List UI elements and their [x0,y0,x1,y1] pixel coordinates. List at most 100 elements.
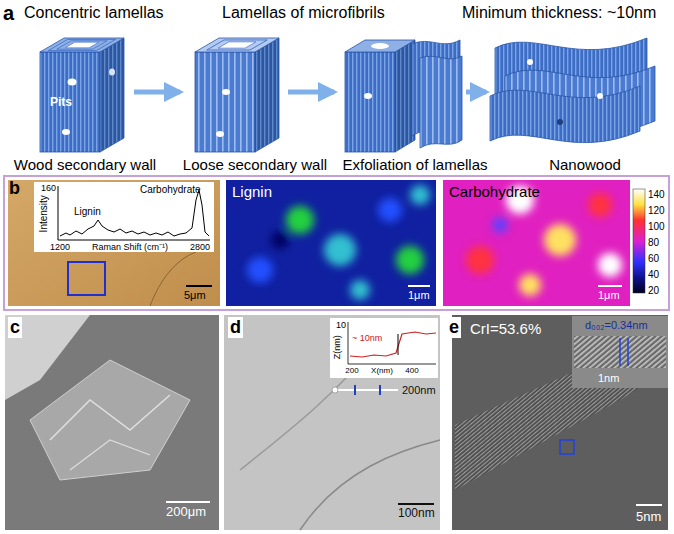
process-arrow [134,90,180,95]
panel-letter: d [228,317,243,338]
map-blob [410,185,430,205]
stage-heading: Minimum thickness: ~10nm [462,4,656,22]
lamella-ring [57,41,107,49]
scale-label: 1nm [598,372,619,385]
pit [597,93,603,99]
axis-tick: 200 [345,366,358,375]
wrinkle [70,440,150,470]
axis-tick: 2800 [190,242,210,252]
block-front [195,52,255,152]
scale-bar [408,285,430,287]
lignin-map [226,180,436,306]
axis-line [348,364,436,365]
axis-tick: 1200 [50,242,70,252]
panel-frame [4,176,669,310]
map-blob [588,193,612,217]
pit [557,119,563,125]
pit [527,59,533,65]
lattice-fringes [574,336,666,368]
map-blob [378,198,402,222]
scale-bar [186,285,212,287]
axis-tick: 10 [336,320,346,330]
axis-tick: 400 [405,366,418,375]
nanowood-sheets [490,38,655,143]
map-blob [286,206,314,234]
zoom-box [560,440,574,454]
nanowood-sheet [490,86,640,143]
block-top [40,38,124,52]
colorbar-tick: 140 [648,189,665,201]
axis-title: Raman Shift (cm⁻¹) [92,242,168,252]
hrtem-image [452,315,668,530]
spacing-marker [627,338,629,366]
crystallinity-label: CrI=53.6% [470,320,541,337]
film-fold [30,360,190,480]
lamella-ring [48,39,115,50]
axis-line [348,322,349,364]
colorbar-tick: 120 [648,205,665,217]
scale-label: 200μm [166,505,206,520]
height-profile [350,332,436,357]
axis-title: X(nm) [371,366,393,375]
secondary-wall-block [40,38,124,152]
tem-image [224,315,440,530]
map-ground [443,180,630,306]
axis-line [58,186,59,240]
lattice-inset [572,316,668,388]
scale-bar [636,504,662,506]
scale-label: 1μm [598,289,620,302]
lattice-fringes [455,330,668,490]
exfoliating-block [345,40,462,152]
raman-inset [34,182,214,252]
lumen [65,42,99,48]
block-top [195,38,279,52]
mapping-area [68,262,105,295]
axis-tick: 160 [41,183,56,193]
loose-wall-block [195,38,279,152]
map-ground [226,180,436,306]
spacing-marker [619,338,621,366]
lamella-sheet [420,56,462,148]
optical-image [8,180,220,306]
panel-letter: b [9,178,20,199]
map-blob [396,246,424,274]
height-bracket [398,334,399,355]
map-blob [598,253,622,277]
stage-label: Nanowood [549,156,621,173]
map-blob [271,231,289,249]
scale-bar [598,285,622,287]
map-blobs [247,185,430,300]
axis-line [58,240,210,241]
pit [68,79,77,86]
pit [216,131,224,137]
stage-label: Wood secondary wall [14,156,156,173]
colorbar-tick: 20 [648,285,659,297]
profile-marker [354,385,356,395]
sheet-edge [300,440,440,530]
color-bar [633,189,645,293]
carbohydrate-map [443,180,630,306]
map-blob [519,274,541,296]
colorbar-tick: 40 [648,269,659,281]
axis-title: Z(nm) [332,335,342,359]
scale-label: 5nm [636,510,661,525]
part-label: Pits [50,96,72,110]
block-front [345,52,395,152]
lamella-ring [207,40,267,50]
map-blob [247,257,273,283]
scale-label: 1μm [408,289,430,302]
axis-title: Intensity [38,195,50,232]
process-arrow [466,90,486,95]
panel-letter: a [3,2,14,25]
stage-heading: Lamellas of microfibrils [222,4,385,22]
pit [222,89,230,95]
afm-inset [330,318,438,378]
scale-label: 200nm [402,384,436,397]
peak-label: Carbohydrate [140,184,201,196]
map-blobs [466,186,622,296]
scale-bar [166,501,210,503]
process-arrows [134,92,486,93]
stage-label: Loose secondary wall [183,156,327,173]
pit [364,93,372,99]
